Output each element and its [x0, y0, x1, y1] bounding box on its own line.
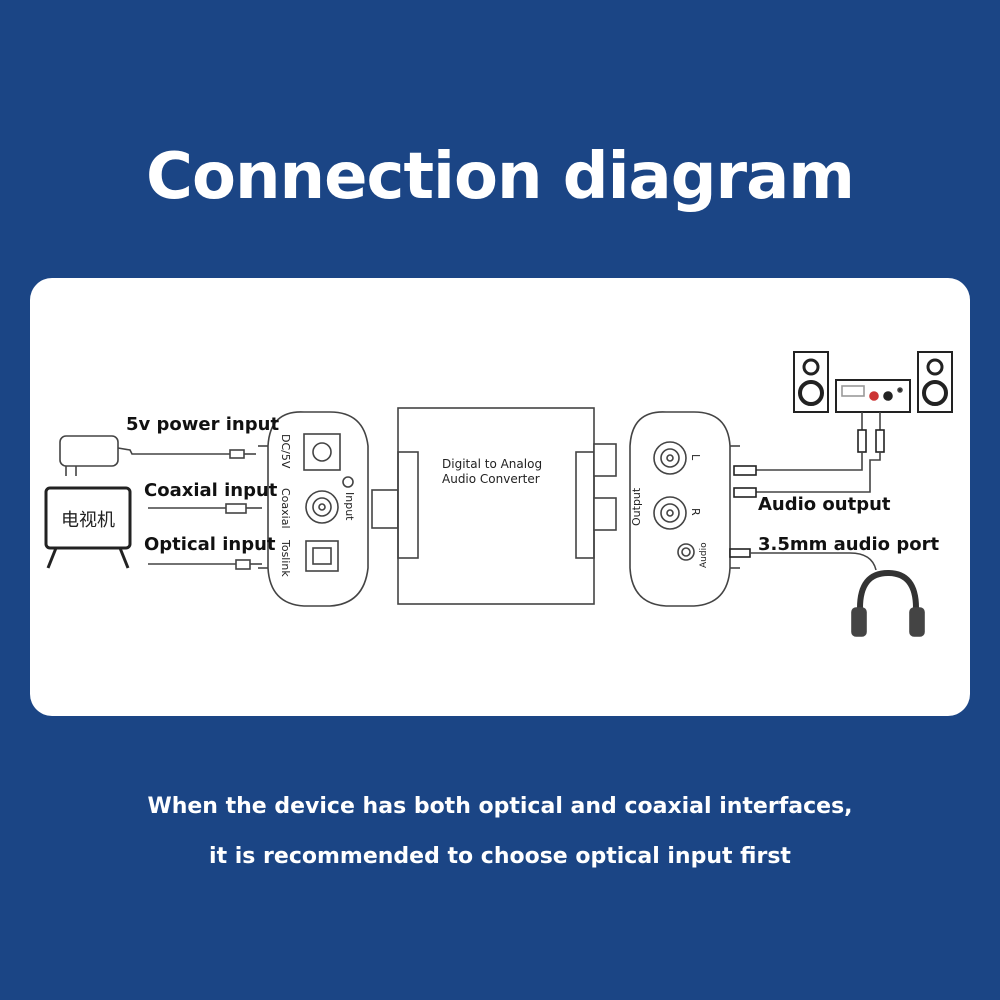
device-name-line1: Digital to Analog — [442, 457, 542, 471]
port-r-label: R — [689, 508, 702, 516]
port-input-label: Input — [343, 492, 356, 521]
port-coaxial-label: Coaxial — [279, 488, 292, 529]
rca-cable-icon — [733, 412, 885, 498]
optical-input-label: Optical input — [144, 534, 276, 555]
page-title: Connection diagram — [146, 140, 855, 214]
tv-label: 电视机 — [61, 510, 115, 531]
port-output-label: Output — [630, 487, 643, 526]
tv-icon — [44, 486, 132, 569]
audio-output-label: Audio output — [758, 494, 891, 515]
port-l-label: L — [689, 454, 702, 461]
coaxial-cable-icon — [148, 503, 262, 514]
audio-port-label: 3.5mm audio port — [758, 534, 939, 555]
note-line-2: it is recommended to choose optical inpu… — [209, 844, 791, 869]
converter-body — [371, 407, 617, 605]
headphones-icon — [851, 569, 925, 637]
connection-diagram: 5v power input Coaxial input Optical inp… — [44, 351, 953, 637]
coaxial-input-label: Coaxial input — [144, 480, 278, 501]
diagram-panel: 5v power input Coaxial input Optical inp… — [30, 278, 970, 716]
power-input-label: 5v power input — [126, 414, 279, 435]
power-adapter-icon — [59, 435, 256, 476]
output-panel — [629, 411, 740, 607]
note-line-1: When the device has both optical and coa… — [147, 794, 853, 819]
port-toslink-label: Toslink — [279, 539, 292, 577]
port-audio-label: Audio — [699, 542, 709, 568]
optical-cable-icon — [148, 559, 262, 570]
device-name-line2: Audio Converter — [442, 472, 540, 486]
port-dc-label: DC/5V — [279, 434, 292, 469]
speaker-system-icon — [793, 351, 953, 413]
input-panel — [258, 411, 369, 607]
headphone-cable-icon — [729, 548, 877, 571]
